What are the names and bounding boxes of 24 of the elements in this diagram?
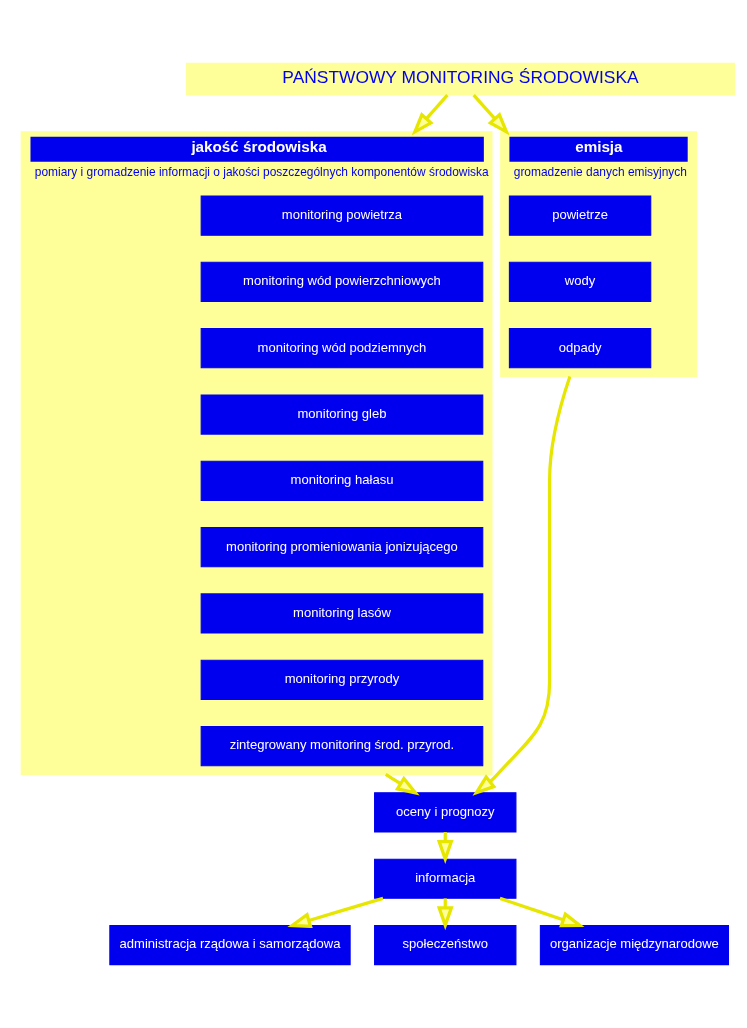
- node-box: społeczeństwo: [374, 924, 517, 966]
- arrow: [411, 94, 449, 136]
- arrow: [499, 896, 585, 928]
- node-box: monitoring lasów: [200, 593, 484, 634]
- node-box: monitoring promieniowania jonizującego: [200, 527, 484, 568]
- node-box: organizacje międzynarodowe: [539, 924, 730, 966]
- arrow: [472, 94, 510, 136]
- node-box: informacja: [374, 858, 517, 899]
- arrow: [472, 375, 572, 796]
- node-box: monitoring gleb: [200, 394, 484, 435]
- node-box: oceny i prognozy: [374, 792, 517, 833]
- node-box: monitoring przyrody: [200, 659, 484, 700]
- node-box: administracja rządowa i samorządowa: [109, 924, 351, 966]
- node-box: monitoring hałasu: [200, 460, 484, 501]
- node-box: monitoring wód podziemnych: [200, 328, 484, 369]
- node-box: wody: [508, 261, 652, 302]
- node-box: powietrze: [508, 195, 652, 236]
- node-box: odpady: [508, 328, 652, 369]
- arrow: [384, 773, 420, 796]
- node-box: PAŃSTWOWY MONITORING ŚRODOWISKA: [185, 62, 735, 96]
- node-box: zintegrowany monitoring środ. przyrod.: [200, 726, 484, 767]
- arrow: [287, 896, 384, 929]
- node-box: monitoring wód powierzchniowych: [200, 261, 484, 302]
- node-box: monitoring powietrza: [200, 195, 484, 236]
